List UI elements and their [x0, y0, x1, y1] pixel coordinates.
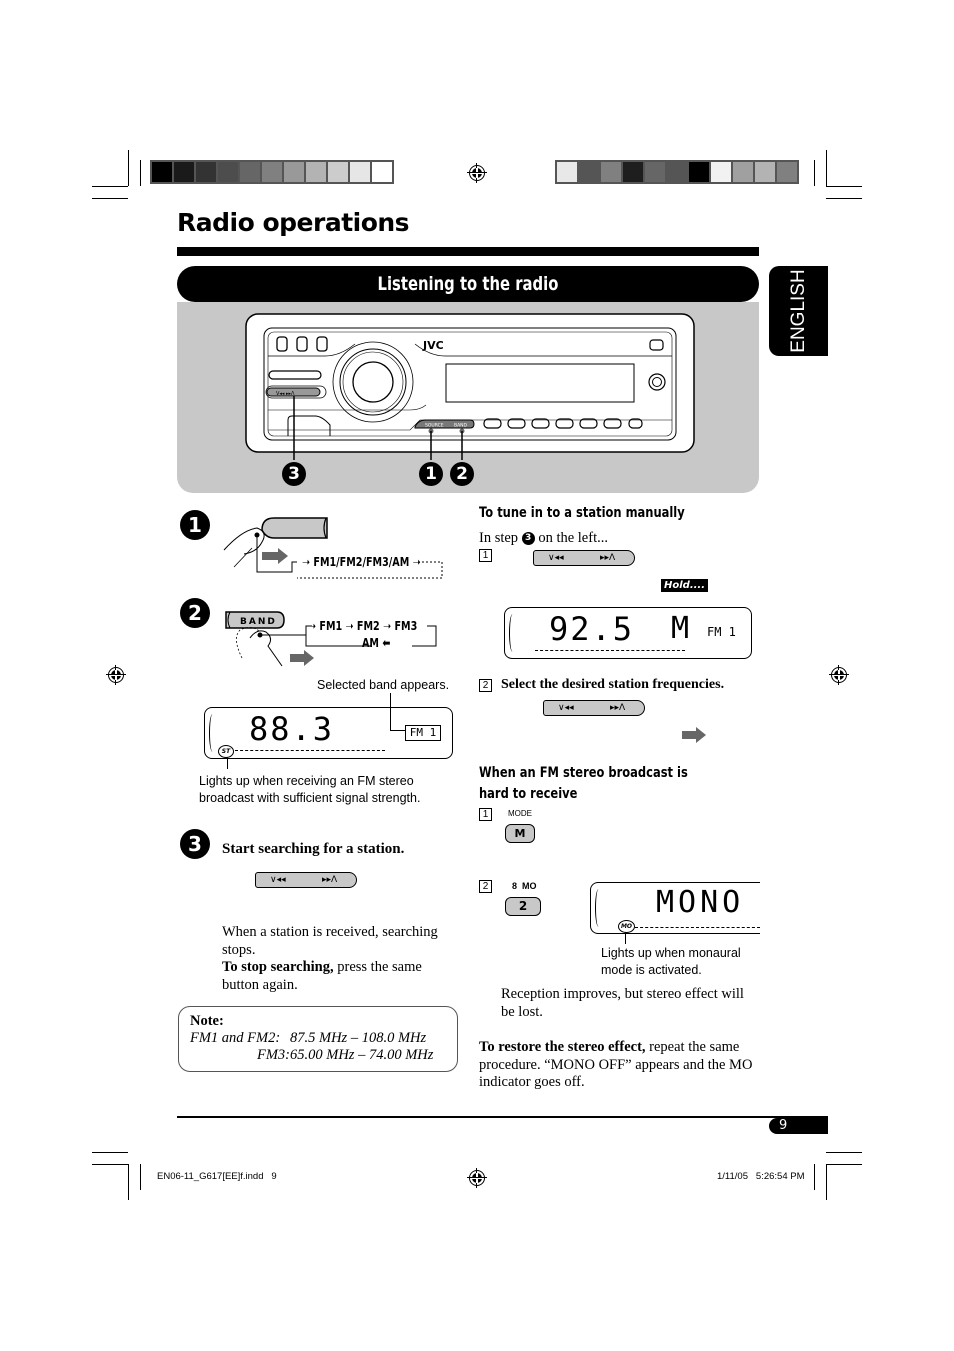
substep-1: 1 — [479, 549, 492, 562]
manual-tuning-heading: To tune in to a station manually — [479, 505, 685, 521]
color-swatch — [218, 162, 238, 182]
tune-button-illustration: ∨◂◂▸▸Λ — [255, 872, 357, 888]
lcd-frequency: 88.3 — [249, 710, 335, 748]
page-title: Radio operations — [177, 208, 410, 237]
color-swatch — [372, 162, 392, 182]
note-title: Note: — [190, 1013, 224, 1029]
lcd-display-band: 88.3 FM 1 ST — [204, 707, 453, 759]
st-caption: Lights up when receiving an FM stereo br… — [199, 774, 421, 805]
mo-caption: Lights up when monaural mode is activate… — [601, 946, 741, 977]
color-swatch — [557, 162, 577, 182]
registration-mark-icon — [467, 1168, 487, 1188]
step-3-heading: Start searching for a station. — [222, 841, 405, 857]
registration-mark-icon — [467, 163, 487, 183]
callout-1: 1 — [419, 462, 443, 486]
lcd-band: FM 1 — [707, 625, 736, 639]
arrow-right-icon — [682, 727, 706, 743]
footer-timestamp: 1/11/05 5:26:54 PM — [717, 1171, 805, 1182]
lcd-display-mono: MONO MO — [590, 882, 760, 934]
registration-mark-icon — [829, 665, 849, 685]
note-box: Note: FM1 and FM2:87.5 MHz – 108.0 MHz F… — [178, 1006, 458, 1072]
page-number: 9 — [769, 1118, 828, 1134]
title-rule — [177, 247, 759, 256]
footer-filename: EN06-11_G617[EE]f.indd 9 — [157, 1171, 277, 1182]
color-swatch — [174, 162, 194, 182]
preset-buttons-bottom — [483, 418, 643, 429]
color-swatch — [328, 162, 348, 182]
footer-rule — [177, 1116, 828, 1118]
color-swatch — [601, 162, 621, 182]
lcd-mono-text: MONO — [656, 885, 745, 920]
manual-intro: In step 3 on the left... — [479, 530, 608, 546]
color-bar-right — [555, 160, 799, 184]
substep-1: 1 — [479, 808, 492, 821]
mode-button[interactable]: M — [505, 824, 535, 843]
color-swatch — [733, 162, 753, 182]
substep-2-text: Select the desired station frequencies. — [501, 677, 725, 692]
lcd-mo-indicator: MO — [618, 920, 635, 933]
language-tab: ENGLISH — [769, 266, 828, 356]
step-2-number: 2 — [180, 598, 210, 628]
stop-search-text: To stop searching, press the same button… — [222, 959, 422, 993]
substep-2: 2 — [479, 880, 492, 893]
color-swatch — [645, 162, 665, 182]
color-swatch — [711, 162, 731, 182]
lcd-memory-indicator: M — [671, 611, 692, 646]
tune-button-illustration: ∨◂◂▸▸Λ — [533, 550, 635, 566]
band-caption: Selected band appears. — [317, 678, 450, 692]
mono-heading: When an FM stereo broadcast is hard to r… — [479, 765, 688, 802]
restore-stereo-text: To restore the stereo effect, repeat the… — [479, 1039, 753, 1090]
color-swatch — [196, 162, 216, 182]
preset-label: 8 MO — [512, 881, 537, 891]
registration-mark-icon — [106, 665, 126, 685]
color-swatch — [755, 162, 775, 182]
section-title: Listening to the radio — [377, 273, 559, 295]
band-press-illustration: BAND — [225, 611, 437, 667]
color-swatch — [689, 162, 709, 182]
source-flow-label: ➝ FM1/FM2/FM3/AM ➝ — [302, 555, 421, 569]
color-swatch — [350, 162, 370, 182]
callout-2: 2 — [450, 462, 474, 486]
car-stereo-illustration: V◂◂ ▸▸Λ JVC SOURCE BAND — [245, 313, 695, 460]
color-swatch — [667, 162, 687, 182]
band-flow-top: ➝ FM1 ➝ FM2 ➝ FM3 — [308, 619, 418, 633]
color-swatch — [579, 162, 599, 182]
color-bar-left — [150, 160, 394, 184]
mode-label: MODE — [508, 809, 532, 818]
svg-text:BAND: BAND — [454, 423, 468, 429]
lcd-st-indicator: ST — [218, 745, 234, 758]
source-press-illustration — [223, 517, 443, 579]
brand-logo: JVC — [422, 339, 444, 352]
step-1-number: 1 — [180, 510, 210, 540]
svg-text:BAND: BAND — [240, 617, 277, 627]
section-header: Listening to the radio — [177, 266, 759, 302]
preset-2-button[interactable]: 2 — [505, 897, 541, 916]
language-label: ENGLISH — [787, 269, 809, 353]
lcd-display-manual: 92.5 M FM 1 — [504, 607, 752, 659]
mono-result-text: Reception improves, but stereo effect wi… — [501, 986, 744, 1020]
svg-text:V◂◂ ▸▸Λ: V◂◂ ▸▸Λ — [276, 391, 295, 397]
substep-2: 2 — [479, 679, 492, 692]
color-swatch — [240, 162, 260, 182]
step-ref-icon: 3 — [521, 532, 535, 546]
step-3-text: When a station is received, searching st… — [222, 924, 438, 958]
color-swatch — [623, 162, 643, 182]
note-row: FM3:65.00 MHz – 74.00 MHz — [256, 1047, 434, 1063]
step-3-number: 3 — [180, 829, 210, 859]
preset-buttons-top — [276, 336, 328, 352]
hold-label: Hold.... — [661, 579, 709, 592]
color-swatch — [262, 162, 282, 182]
note-row: FM1 and FM2:87.5 MHz – 108.0 MHz — [190, 1030, 427, 1046]
band-flow-bottom: AM ⬅ — [362, 636, 391, 650]
color-swatch — [777, 162, 797, 182]
lcd-frequency: 92.5 — [549, 610, 635, 648]
svg-text:SOURCE: SOURCE — [425, 423, 444, 429]
color-swatch — [284, 162, 304, 182]
callout-3: 3 — [282, 462, 306, 486]
tune-button-illustration: ∨◂◂▸▸Λ — [543, 700, 645, 716]
color-swatch — [306, 162, 326, 182]
lcd-band-box: FM 1 — [405, 725, 441, 741]
color-swatch — [152, 162, 172, 182]
